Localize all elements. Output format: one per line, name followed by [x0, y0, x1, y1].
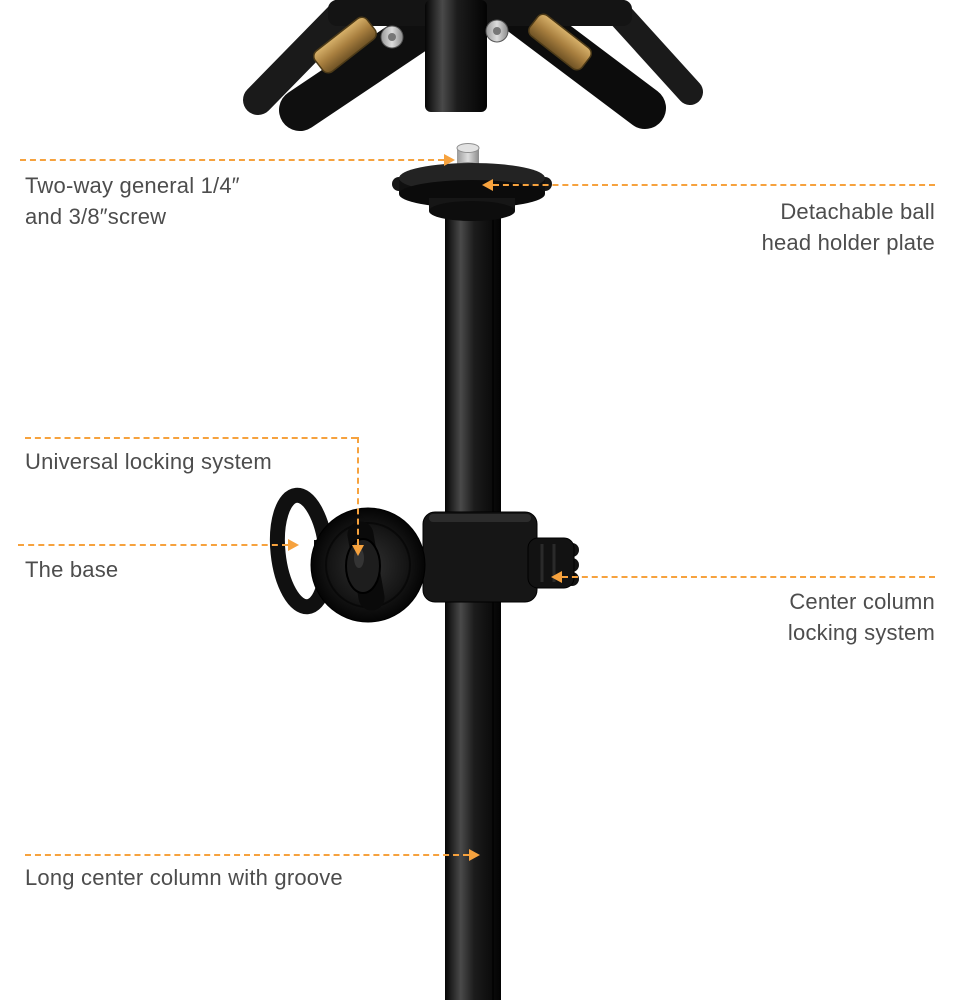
ball-head-holder-plate: [392, 143, 552, 221]
right-gold-flip-lock: [528, 13, 592, 71]
left-gold-flip-lock: [313, 16, 377, 74]
label-center-column-locking-line1: Center column: [789, 589, 935, 614]
label-detachable-plate-line2: head holder plate: [761, 230, 935, 255]
leader-universal-locking-horizontal: [25, 437, 357, 439]
arrow-detachable-plate: [482, 179, 493, 191]
arrow-the-base: [288, 539, 299, 551]
label-two-way-screw: Two-way general 1/4″ and 3/8″screw: [25, 170, 240, 232]
label-two-way-screw-line2: and 3/8″screw: [25, 204, 167, 229]
mounting-screw: [457, 148, 479, 166]
leader-center-column-locking: [562, 576, 935, 578]
leader-detachable-plate: [493, 184, 935, 186]
arrow-universal-locking: [352, 545, 364, 556]
leader-two-way-screw: [20, 159, 444, 161]
label-universal-locking: Universal locking system: [25, 449, 272, 474]
leader-the-base: [18, 544, 288, 546]
label-center-column-locking: Center column locking system: [788, 586, 935, 648]
arrow-center-column-locking: [551, 571, 562, 583]
label-the-base: The base: [25, 557, 119, 582]
leader-long-center-column: [25, 854, 469, 856]
column-collar: [422, 511, 538, 603]
label-two-way-screw-line1: Two-way general 1/4″: [25, 173, 240, 198]
arrow-long-center-column: [469, 849, 480, 861]
tripod-apex: [243, 0, 703, 131]
label-long-center-column: Long center column with groove: [25, 865, 343, 890]
clamp-assembly: [269, 487, 579, 623]
label-detachable-plate-line1: Detachable ball: [780, 199, 935, 224]
leader-universal-locking-vertical: [357, 437, 359, 545]
universal-locking-clamp: [310, 507, 426, 623]
center-column-locking-knob: [527, 537, 579, 589]
label-detachable-plate: Detachable ball head holder plate: [762, 196, 935, 258]
label-center-column-locking-line2: locking system: [787, 620, 935, 645]
arrow-two-way-screw: [444, 154, 455, 166]
